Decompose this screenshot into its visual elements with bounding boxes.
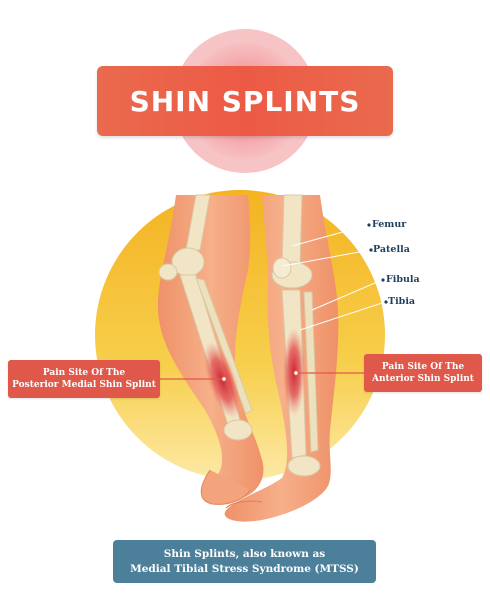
fibula-leader bbox=[311, 279, 383, 311]
info-line1: Shin Splints, also known as bbox=[163, 547, 326, 560]
callout-posterior-line1: Pain Site Of The bbox=[42, 368, 126, 378]
callout-anterior-pain: Pain Site Of The Anterior Shin Splint bbox=[364, 354, 482, 392]
left-callout-dot bbox=[221, 376, 227, 382]
front-fibula bbox=[303, 291, 319, 453]
back-leg bbox=[157, 194, 264, 500]
patella-dot bbox=[369, 248, 373, 252]
back-foot bbox=[200, 469, 251, 505]
callout-posterior-line2: Posterior Medial Shin Splint bbox=[12, 380, 156, 390]
right-callout-dot bbox=[293, 370, 299, 376]
info-line2: Medial Tibial Stress Syndrome (MTSS) bbox=[130, 562, 359, 575]
fibula-dot bbox=[381, 278, 385, 282]
front-femur bbox=[281, 194, 303, 266]
front-toes bbox=[225, 500, 263, 509]
label-tibia: Tibia bbox=[388, 296, 416, 307]
label-femur: Femur bbox=[372, 219, 407, 230]
page-title: SHIN SPLINTS bbox=[129, 84, 361, 118]
tibia-leader bbox=[299, 301, 386, 331]
front-patella bbox=[272, 257, 292, 279]
title-banner bbox=[97, 66, 393, 136]
back-ankle-joint bbox=[223, 419, 253, 441]
patella-leader bbox=[282, 249, 371, 267]
bone-leader-lines bbox=[282, 224, 386, 331]
front-leg bbox=[224, 194, 339, 522]
info-box: Shin Splints, also known as Medial Tibia… bbox=[113, 540, 376, 583]
label-patella: Patella bbox=[373, 244, 410, 255]
back-patella bbox=[158, 263, 178, 281]
label-fibula: Fibula bbox=[386, 274, 420, 285]
femur-leader bbox=[291, 224, 369, 247]
callout-anterior-line1: Pain Site Of The bbox=[381, 362, 465, 372]
back-femur bbox=[185, 194, 211, 251]
front-ankle-joint bbox=[287, 455, 321, 477]
callout-anterior-line2: Anterior Shin Splint bbox=[372, 374, 474, 384]
femur-dot bbox=[367, 223, 371, 227]
callout-posterior-pain: Pain Site Of The Posterior Medial Shin S… bbox=[8, 360, 160, 398]
tibia-dot bbox=[384, 300, 388, 304]
